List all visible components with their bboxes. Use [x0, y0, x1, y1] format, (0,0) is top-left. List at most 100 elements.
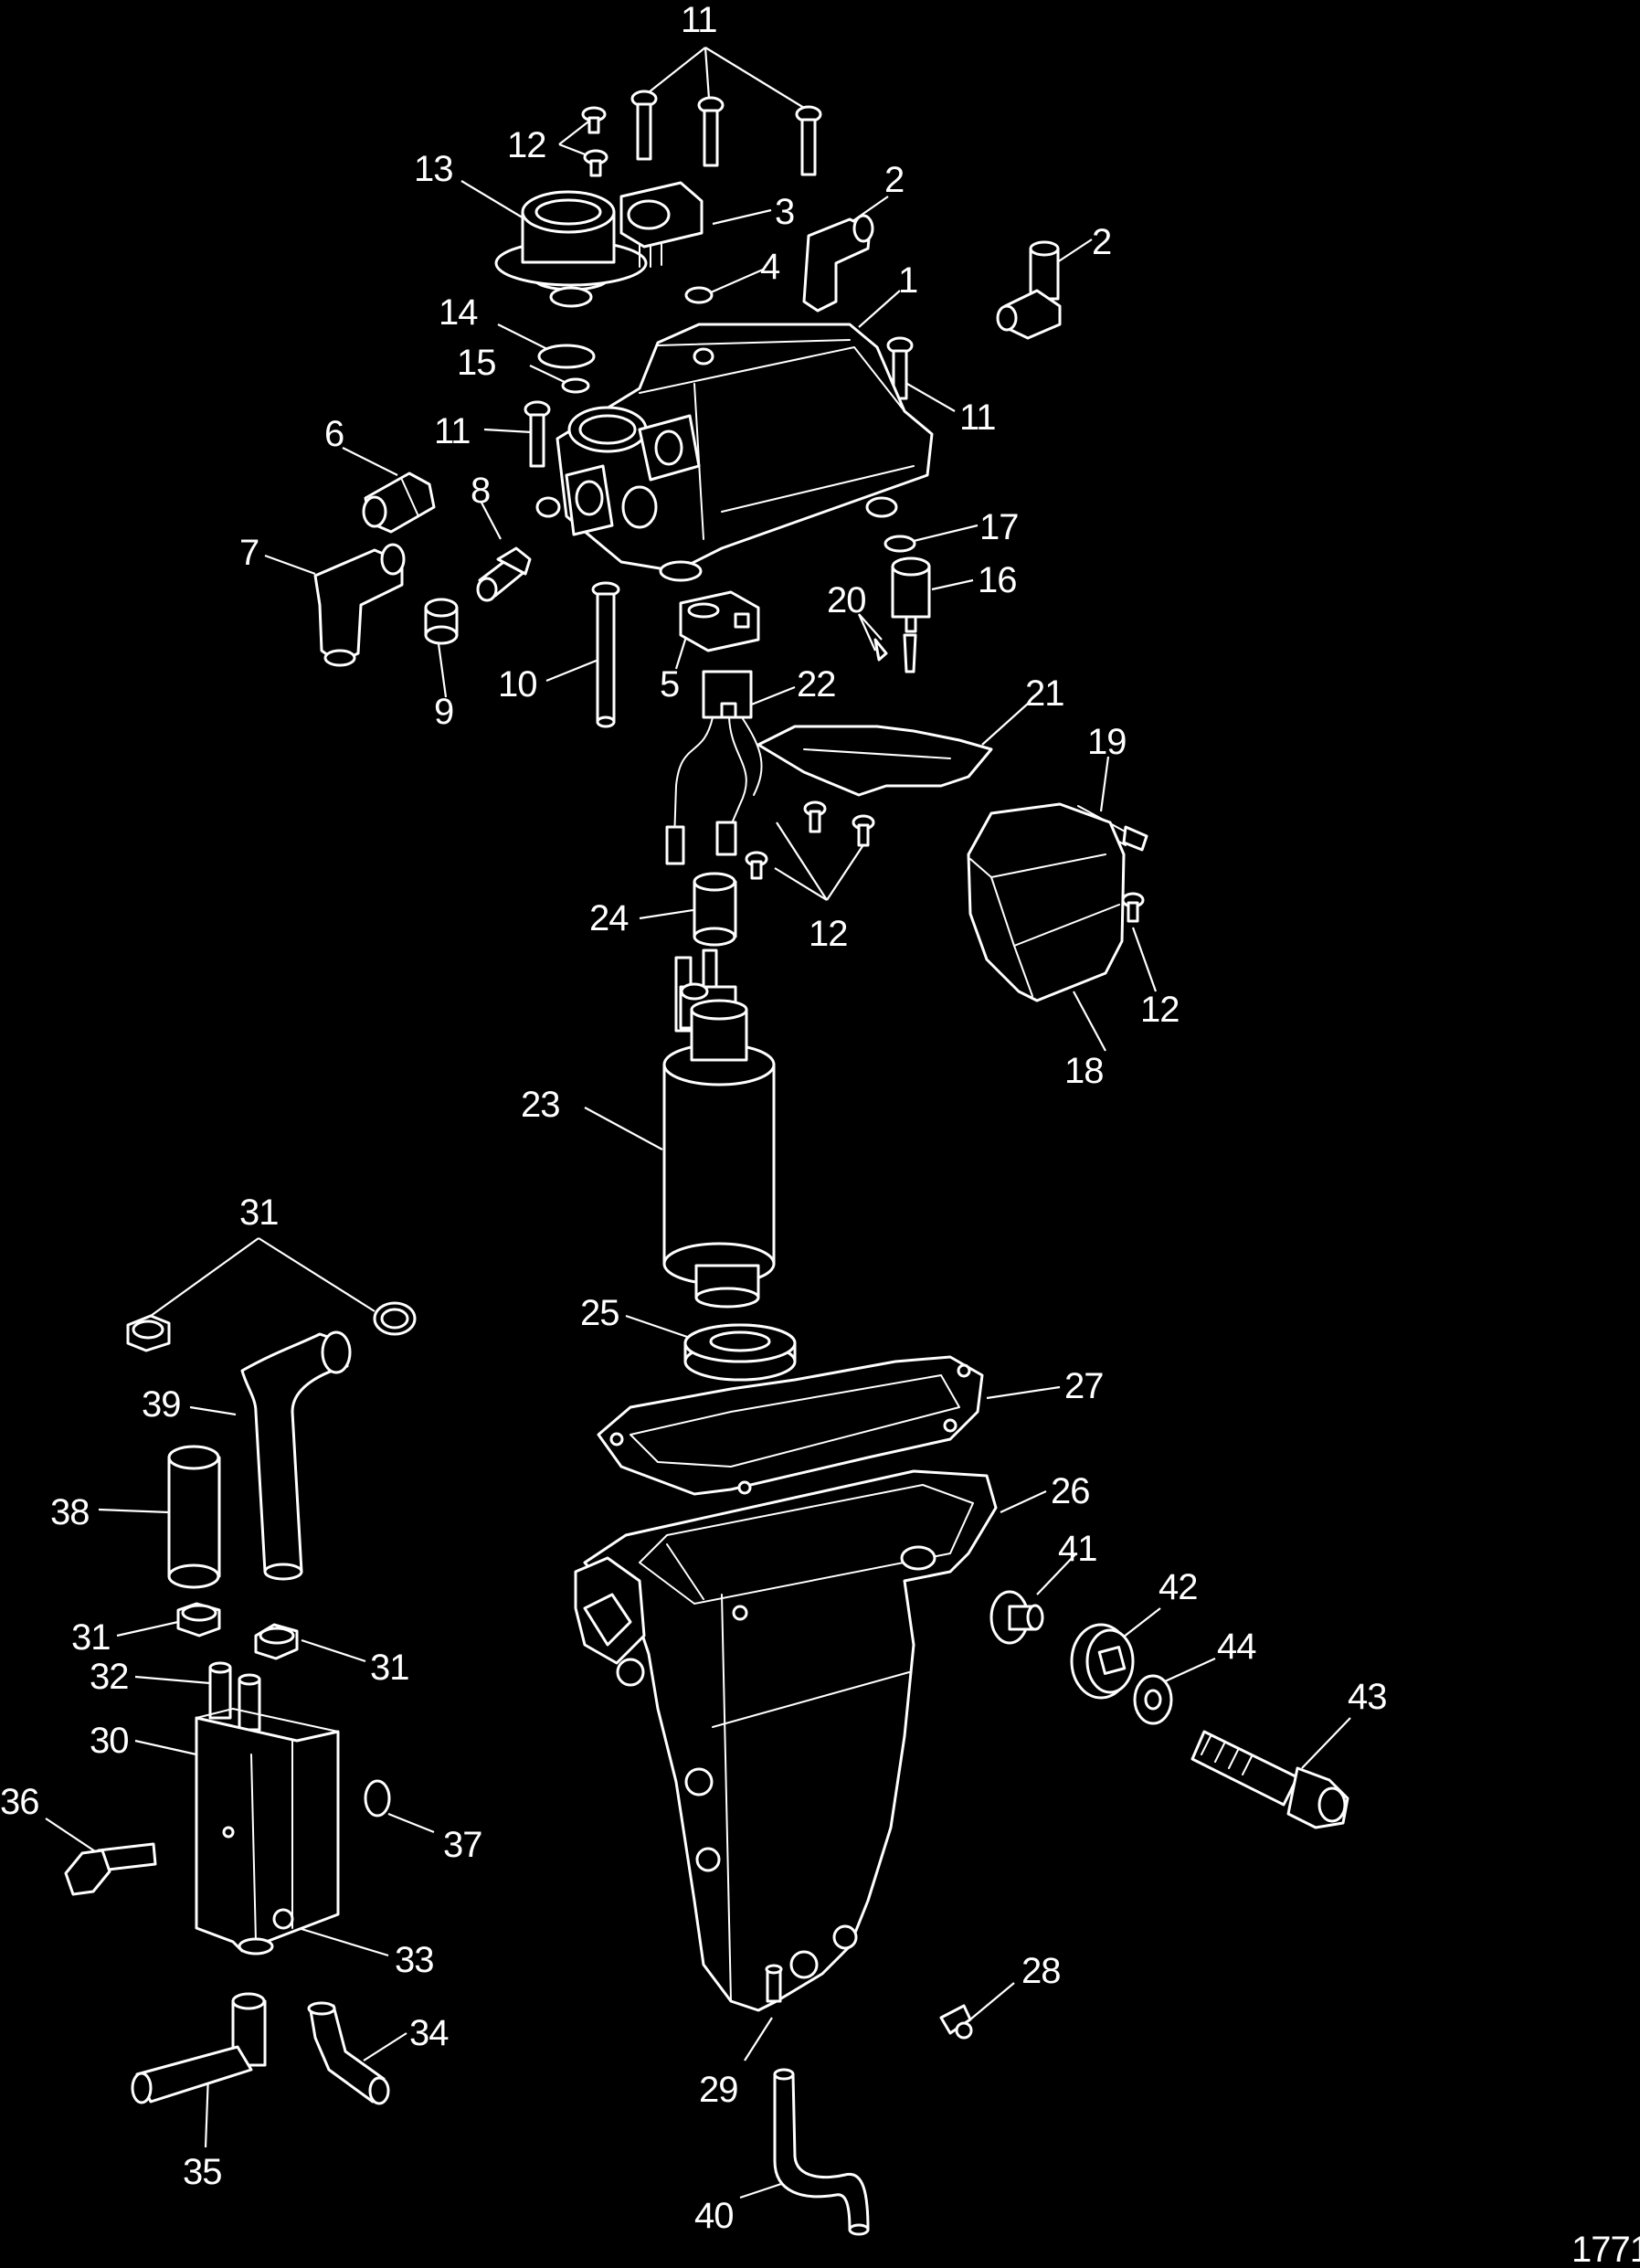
callout-28: 28	[1021, 1951, 1061, 1991]
valve-16	[891, 556, 931, 633]
callout-37: 37	[443, 1825, 482, 1865]
screw-11-top-a	[630, 90, 658, 161]
bolt-12-lower-a	[803, 800, 827, 833]
bolt-12-right	[1121, 892, 1145, 923]
screw-11-top-c	[795, 105, 822, 176]
bushing-9	[424, 598, 459, 645]
callout-6: 6	[324, 414, 344, 454]
stud-29	[765, 1964, 783, 2003]
callout-40: 40	[694, 2196, 734, 2236]
bolt-12-lower-b	[852, 814, 875, 847]
callout-12: 12	[809, 914, 848, 954]
callout-31: 31	[370, 1648, 409, 1688]
washer-44	[1133, 1674, 1173, 1725]
connector-22	[665, 670, 763, 865]
gasket-27	[597, 1355, 984, 1496]
fitting-6	[362, 472, 436, 534]
screw-11-top-b	[697, 96, 725, 167]
pressure-regulator-13	[494, 190, 648, 308]
callout-19: 19	[1087, 722, 1127, 762]
sensor-3	[619, 181, 704, 268]
hose-38	[167, 1445, 221, 1589]
vapor-separator-cover-1	[535, 323, 934, 582]
callout-1: 1	[898, 260, 917, 301]
callout-29: 29	[699, 2070, 738, 2110]
callout-11: 11	[681, 0, 717, 40]
callout-31: 31	[71, 1617, 111, 1658]
callout-17: 17	[979, 507, 1019, 547]
callout-16: 16	[978, 560, 1017, 600]
fitting-8	[476, 546, 532, 602]
plug-41	[989, 1590, 1044, 1645]
callout-3: 3	[775, 192, 794, 232]
callout-31: 31	[239, 1192, 279, 1233]
clamp-31-mid-right	[254, 1623, 299, 1660]
cover-18	[967, 802, 1126, 1002]
callout-25: 25	[580, 1293, 619, 1333]
elbow-fitting-2a	[802, 214, 874, 313]
callout-30: 30	[90, 1721, 129, 1761]
callout-32: 32	[90, 1657, 129, 1697]
callout-2: 2	[1092, 222, 1111, 262]
o-ring-37	[364, 1779, 391, 1818]
tube-10	[591, 581, 620, 728]
bolt-12-top-a	[581, 106, 607, 134]
bolt-12-lower-c	[745, 851, 768, 880]
callout-7: 7	[239, 533, 259, 573]
figure-number: 17717	[1571, 2230, 1640, 2268]
callout-14: 14	[439, 292, 478, 333]
callout-39: 39	[142, 1384, 181, 1425]
callout-15: 15	[457, 343, 496, 383]
callout-20: 20	[827, 580, 866, 620]
clamp-31-top-left	[126, 1314, 171, 1352]
nipples-32	[208, 1661, 261, 1732]
callout-21: 21	[1025, 673, 1064, 714]
grommet-42	[1070, 1623, 1135, 1700]
callout-13: 13	[414, 149, 453, 189]
o-ring-4	[684, 286, 714, 304]
callout-12: 12	[507, 125, 546, 165]
screw-11-left	[524, 400, 551, 468]
callout-11: 11	[434, 411, 471, 451]
callout-22: 22	[797, 664, 836, 705]
elbow-fitting-2b	[996, 240, 1062, 340]
callout-35: 35	[183, 2152, 222, 2192]
o-ring-15	[561, 377, 590, 394]
callout-24: 24	[589, 898, 629, 938]
callout-8: 8	[471, 471, 490, 511]
callout-26: 26	[1051, 1471, 1090, 1511]
bolt-43	[1190, 1730, 1349, 1829]
callout-34: 34	[409, 2013, 449, 2053]
callout-41: 41	[1058, 1529, 1097, 1569]
callout-10: 10	[498, 664, 537, 705]
clamp-31-mid-left	[176, 1602, 221, 1637]
callout-38: 38	[50, 1492, 90, 1532]
fitting-28	[939, 2004, 973, 2040]
bolt-12-top-b	[583, 149, 608, 177]
callout-33: 33	[395, 1940, 434, 1980]
needle-20	[873, 633, 917, 673]
screw-11-right	[886, 336, 914, 400]
callout-42: 42	[1159, 1567, 1198, 1607]
fuel-pump-23	[662, 949, 776, 1309]
callout-44: 44	[1217, 1627, 1256, 1667]
callout-12: 12	[1140, 990, 1180, 1030]
callout-11: 11	[959, 397, 996, 438]
elbow-fitting-34	[307, 2001, 390, 2105]
callout-43: 43	[1348, 1677, 1387, 1717]
tee-fitting-35	[131, 1992, 267, 2104]
separator-tank-26	[574, 1469, 998, 2012]
gasket-21	[757, 725, 993, 797]
callout-27: 27	[1064, 1366, 1104, 1406]
o-ring-17	[883, 535, 916, 553]
clamp-31-top-right	[373, 1301, 417, 1336]
callout-36: 36	[0, 1782, 39, 1822]
callout-23: 23	[521, 1085, 560, 1125]
seal-ring-25	[683, 1323, 797, 1382]
callout-4: 4	[760, 247, 780, 287]
callout-2: 2	[884, 160, 904, 200]
hose-39	[240, 1330, 352, 1581]
bolt-36	[64, 1842, 157, 1896]
